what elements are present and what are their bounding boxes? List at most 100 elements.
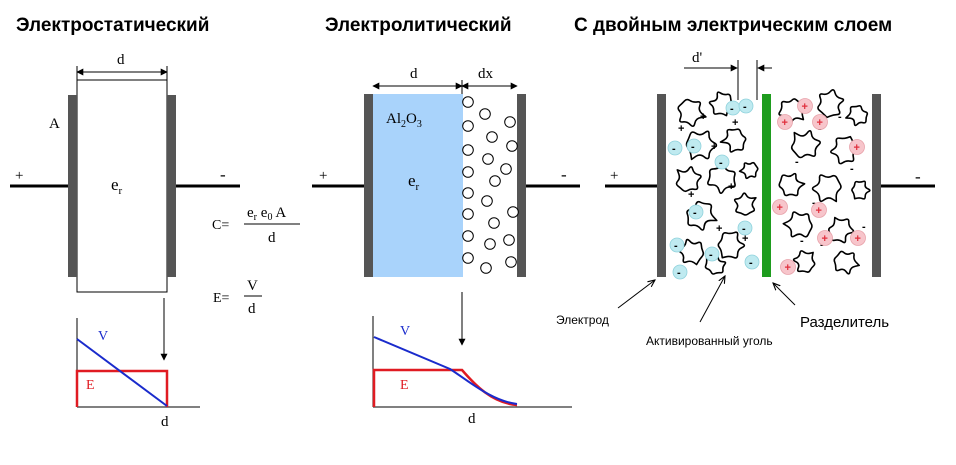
positive-ion-sign: +: [822, 233, 828, 245]
electrolyte-ion: [500, 163, 512, 175]
carbon-charge-minus: -: [812, 197, 816, 209]
electrolyte-ion: [484, 238, 496, 250]
right-electrode-plate: [872, 94, 881, 277]
positive-ion: [772, 199, 788, 215]
electrolyte-ion: [462, 252, 474, 264]
carbon-charge-plus: +: [678, 123, 684, 135]
electrolyte-ion: [504, 116, 516, 128]
negative-ion: [688, 204, 704, 220]
separator: [762, 94, 771, 277]
left-plate: [68, 95, 77, 277]
electrolyte-ion: [481, 195, 493, 207]
label-separator: Разделитель: [800, 314, 889, 331]
dielectric-box: [76, 79, 168, 293]
e-label: E: [400, 378, 409, 393]
electrolyte-ion: [462, 96, 474, 108]
positive-ion-sign: +: [817, 117, 823, 129]
carbon-particle: [733, 192, 757, 216]
d-label: d: [410, 66, 418, 82]
positive-ion-sign: +: [777, 202, 783, 214]
v-label: V: [98, 329, 108, 344]
plus-sign: +: [15, 168, 23, 184]
separator-pointer: [773, 283, 796, 306]
plus-sign: +: [610, 168, 618, 184]
v-potential-curve: [76, 338, 168, 407]
carbon-charge-plus: +: [742, 233, 748, 245]
negative-ion: [738, 98, 754, 114]
negative-ion: [686, 138, 702, 154]
negative-ion: [744, 254, 760, 270]
negative-ion-sign: -: [709, 249, 713, 261]
carbon-charge-plus: +: [728, 181, 734, 193]
carbon-particle: [677, 98, 707, 128]
carbon-particle: [792, 250, 816, 273]
electrolyte-ion: [507, 206, 519, 218]
negative-ion: [714, 154, 730, 170]
minus-sign: -: [220, 165, 226, 184]
formulas: C= er e0 A d E= V d: [212, 205, 300, 317]
negative-ion-sign: -: [672, 143, 676, 155]
carbon-particle: [790, 130, 821, 159]
d-label: d: [117, 52, 125, 68]
carbon-charge-minus: -: [850, 163, 854, 175]
c-formula-lhs: C=: [212, 218, 229, 233]
double-layer-capacitor: d' + - ++++++++ -------- ----------- +++…: [556, 50, 935, 348]
positive-ion-sign: +: [782, 117, 788, 129]
positive-ion-sign: +: [816, 205, 822, 217]
negative-ion-sign: -: [749, 257, 753, 269]
title-electrolytic: Электролитический: [325, 15, 512, 36]
carbon-charge-plus: +: [700, 111, 706, 123]
graph-d-label: d: [468, 411, 476, 427]
carbon-particle: [845, 104, 869, 127]
positive-ion-sign: +: [802, 101, 808, 113]
negative-ion-sign: -: [743, 101, 747, 113]
permittivity-label: er: [408, 171, 420, 193]
carbon-particle: [833, 250, 860, 275]
carbon-charge-minus: -: [795, 156, 799, 168]
positive-ion: [777, 114, 793, 130]
carbon-particle: [675, 166, 702, 193]
carbon-charge-minus: -: [838, 111, 842, 123]
positive-ion: [780, 259, 796, 275]
positive-ion: [811, 202, 827, 218]
minus-sign: -: [915, 167, 921, 186]
title-double-layer: С двойным электрическим слоем: [574, 15, 892, 36]
electrolyte-ion: [482, 153, 494, 165]
carbon-charge-plus: +: [688, 189, 694, 201]
negative-ion-sign: -: [674, 240, 678, 252]
v-potential-curve: [373, 336, 518, 405]
carbon-particle: [778, 172, 806, 197]
negative-ion: [737, 220, 753, 236]
e-field-curve: [372, 368, 518, 407]
a-label: A: [49, 116, 60, 132]
electrolyte-ion: [486, 131, 498, 143]
negative-ions: -----------: [667, 98, 760, 280]
e-formula-lhs: E=: [213, 291, 230, 306]
title-electrostatic: Электростатический: [16, 15, 209, 36]
electrolyte-ion: [462, 230, 474, 242]
carbon-particle: [811, 174, 842, 203]
carbon-pointer: [699, 276, 725, 323]
e-formula-numerator: V: [247, 278, 258, 294]
positive-ion-sign: +: [785, 262, 791, 274]
carbon-particle: [707, 163, 736, 194]
al2o3-label: Al2O3: [386, 111, 422, 130]
activated-carbon-left: ++++++++: [675, 91, 759, 275]
cathode-plate: [517, 94, 526, 277]
positive-ion: [849, 139, 865, 155]
carbon-particle: [738, 161, 759, 180]
c-formula-numerator: er e0 A: [247, 205, 286, 223]
negative-ion: [704, 246, 720, 262]
electrode-pointer: [617, 280, 655, 309]
left-electrode-plate: [657, 94, 666, 277]
negative-ion: [667, 140, 683, 156]
electrolyte-ion: [489, 175, 501, 187]
label-activated-carbon: Активированный уголь: [646, 334, 773, 348]
electrolyte-ion: [503, 234, 515, 246]
positive-ion-sign: +: [854, 142, 860, 154]
carbon-particle: [719, 128, 747, 153]
electrolyte-ion: [462, 208, 474, 220]
carbon-particle: [828, 216, 855, 244]
negative-ion: [672, 264, 688, 280]
label-electrode: Электрод: [556, 313, 609, 327]
